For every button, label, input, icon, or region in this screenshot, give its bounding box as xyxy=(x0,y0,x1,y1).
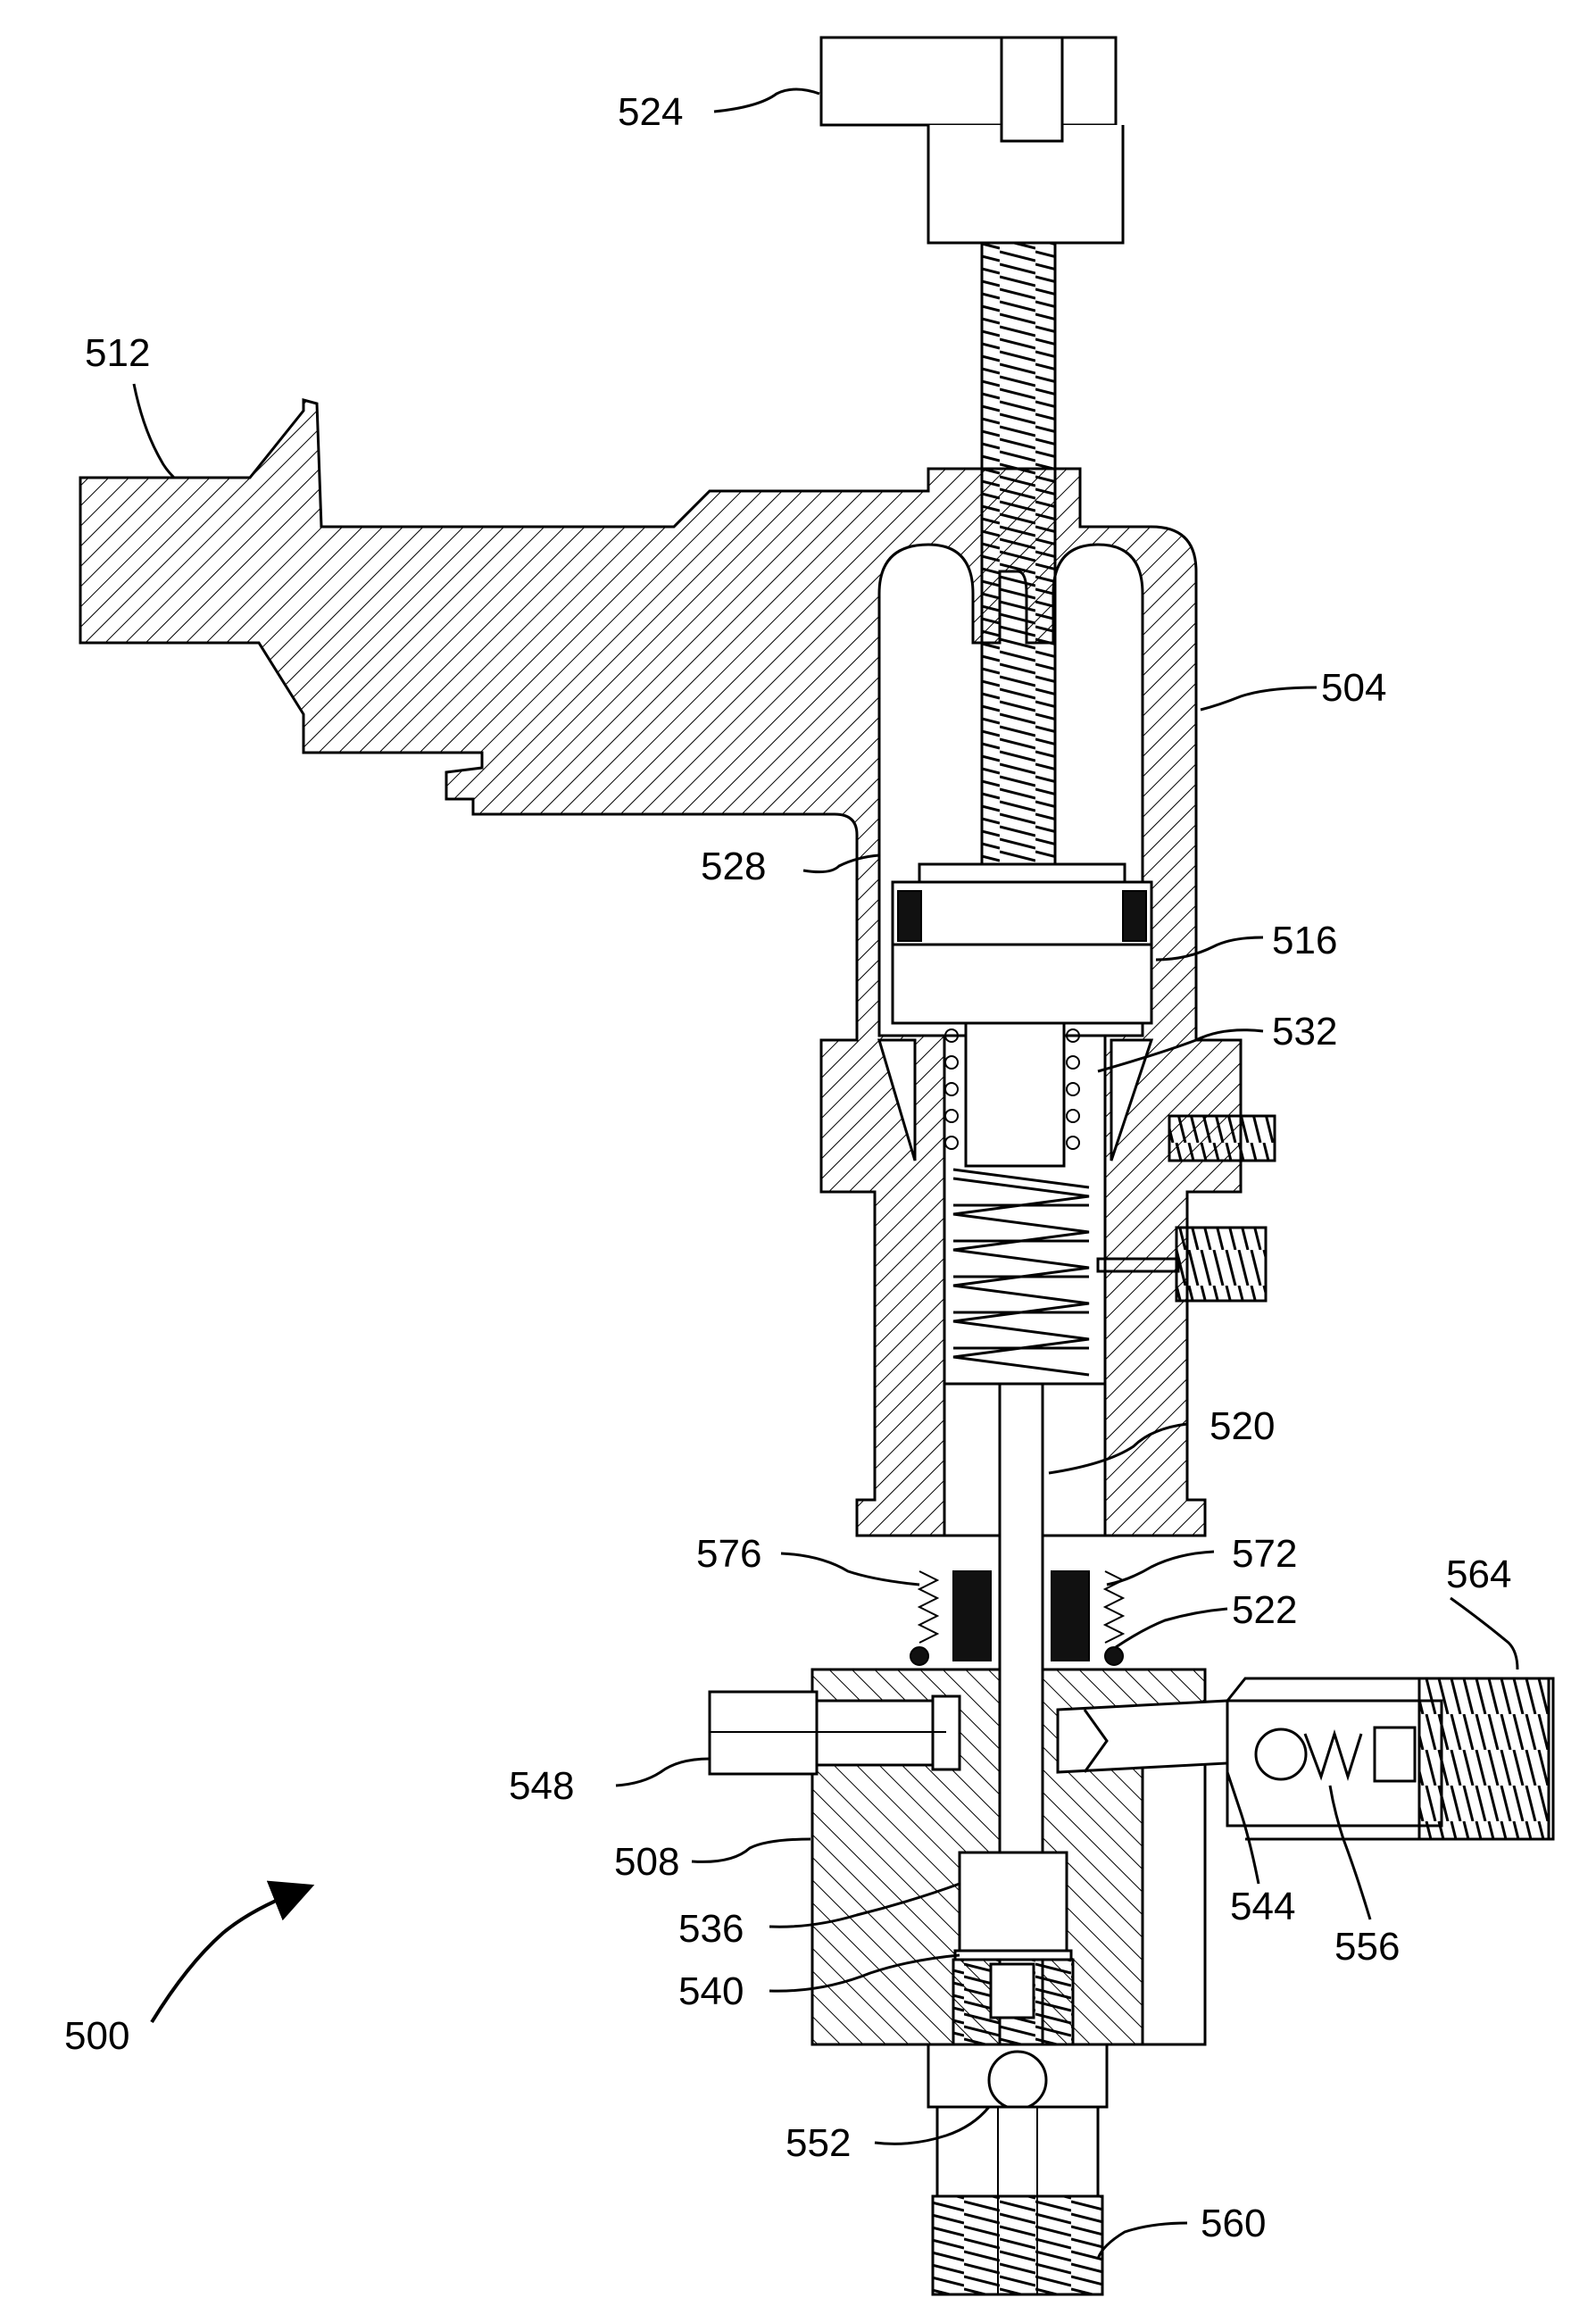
label-504: 504 xyxy=(1321,666,1386,710)
label-524: 524 xyxy=(618,90,683,134)
label-548: 548 xyxy=(509,1764,574,1808)
t-handle xyxy=(821,37,1123,243)
label-508: 508 xyxy=(614,1840,679,1884)
label-536: 536 xyxy=(678,1907,744,1951)
label-572: 572 xyxy=(1232,1532,1297,1576)
label-512: 512 xyxy=(85,331,150,375)
label-520: 520 xyxy=(1209,1404,1275,1448)
label-528: 528 xyxy=(701,845,766,888)
reference-labels: 524 512 504 528 516 532 520 576 572 522 … xyxy=(64,90,1511,2245)
side-screw-upper xyxy=(1169,1116,1275,1161)
label-540: 540 xyxy=(678,1969,744,2013)
label-556: 556 xyxy=(1334,1925,1400,1969)
piston xyxy=(893,864,1151,1023)
lead-screw xyxy=(982,243,1055,868)
label-560: 560 xyxy=(1201,2202,1266,2245)
label-500: 500 xyxy=(64,2014,129,2058)
label-516: 516 xyxy=(1272,919,1337,962)
label-532: 532 xyxy=(1272,1010,1337,1053)
left-fitting xyxy=(710,1692,960,1774)
outlet-fitting xyxy=(928,2044,1107,2294)
label-564: 564 xyxy=(1446,1553,1511,1596)
label-544: 544 xyxy=(1230,1885,1295,1928)
label-552: 552 xyxy=(786,2121,851,2165)
label-522: 522 xyxy=(1232,1588,1297,1632)
label-576: 576 xyxy=(696,1532,761,1576)
